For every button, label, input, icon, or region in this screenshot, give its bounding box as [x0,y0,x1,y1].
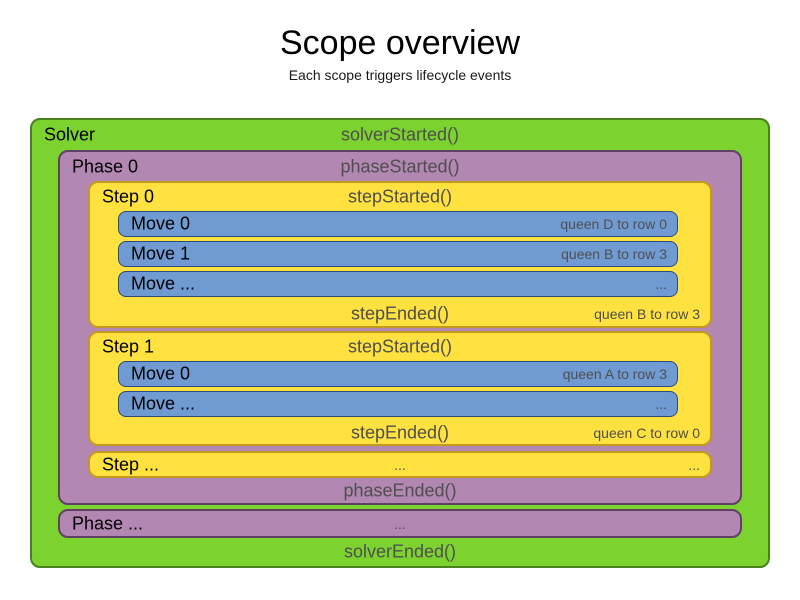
solver-footer-row: solverEnded() [32,538,768,566]
step-more-row: Step ... ... ... [90,453,710,476]
page-title: Scope overview [279,24,520,62]
solver-started-event: solverStarted() [340,124,460,145]
phase-more-row: Phase ... ... [60,511,740,536]
step1-footer-row: stepEnded() queen C to row 0 [90,421,710,444]
step0-footer-row: stepEnded() queen B to row 3 [90,301,710,326]
step1-label: Step 1 [102,336,155,357]
move-note: queen D to row 0 [560,216,667,232]
move-label: Move ... [131,273,196,294]
move-note: ... [655,396,667,412]
phase0-ended-event: phaseEnded() [343,480,457,500]
move-row: Move 0 queen A to row 3 [118,361,678,387]
step0-ended-event: stepEnded() [350,303,450,323]
move-note: ... [655,276,667,292]
step0-started-event: stepStarted() [347,186,453,207]
move-row: Move ... ... [118,271,678,297]
step0-header-row: Step 0 stepStarted() [90,183,710,211]
step0-ended-note: queen B to row 3 [594,305,700,322]
solver-ended-event: solverEnded() [343,541,457,562]
move-label: Move ... [131,393,196,414]
move-label: Move 1 [131,243,191,264]
move-note: queen B to row 3 [561,246,667,262]
step1-header-row: Step 1 stepStarted() [90,333,710,361]
step-more-center-ellipsis: ... [394,456,406,473]
step1-ended-note: queen C to row 0 [593,424,700,441]
move-note: queen A to row 3 [562,366,667,382]
step0-scope-box: Step 0 stepStarted() Move 0 queen D to r… [88,181,712,328]
phase0-footer-row: phaseEnded() [60,478,740,503]
step-more-right-ellipsis: ... [688,456,700,473]
solver-scope-box: Solver solverStarted() Phase 0 phaseStar… [30,118,770,568]
step1-ended-event: stepEnded() [350,422,450,442]
move-label: Move 0 [131,363,191,384]
move-label: Move 0 [131,213,191,234]
solver-header-row: Solver solverStarted() [32,120,768,150]
step0-label: Step 0 [102,186,155,207]
phase0-scope-box: Phase 0 phaseStarted() Step 0 stepStarte… [58,150,742,505]
solver-label: Solver [44,124,96,145]
phase0-label: Phase 0 [72,156,139,176]
step-more-label: Step ... [102,454,160,474]
phase-more-center-ellipsis: ... [394,515,406,532]
phase-more-label: Phase ... [72,513,144,533]
phase-more-scope-box: Phase ... ... [58,509,742,538]
phase0-header-row: Phase 0 phaseStarted() [60,152,740,181]
step-more-scope-box: Step ... ... ... [88,451,712,478]
page-subtitle: Each scope triggers lifecycle events [288,67,512,83]
move-row: Move ... ... [118,391,678,417]
move-row: Move 0 queen D to row 0 [118,211,678,237]
move-row: Move 1 queen B to row 3 [118,241,678,267]
step1-started-event: stepStarted() [347,336,453,357]
phase0-started-event: phaseStarted() [340,156,460,176]
step1-scope-box: Step 1 stepStarted() Move 0 queen A to r… [88,331,712,446]
